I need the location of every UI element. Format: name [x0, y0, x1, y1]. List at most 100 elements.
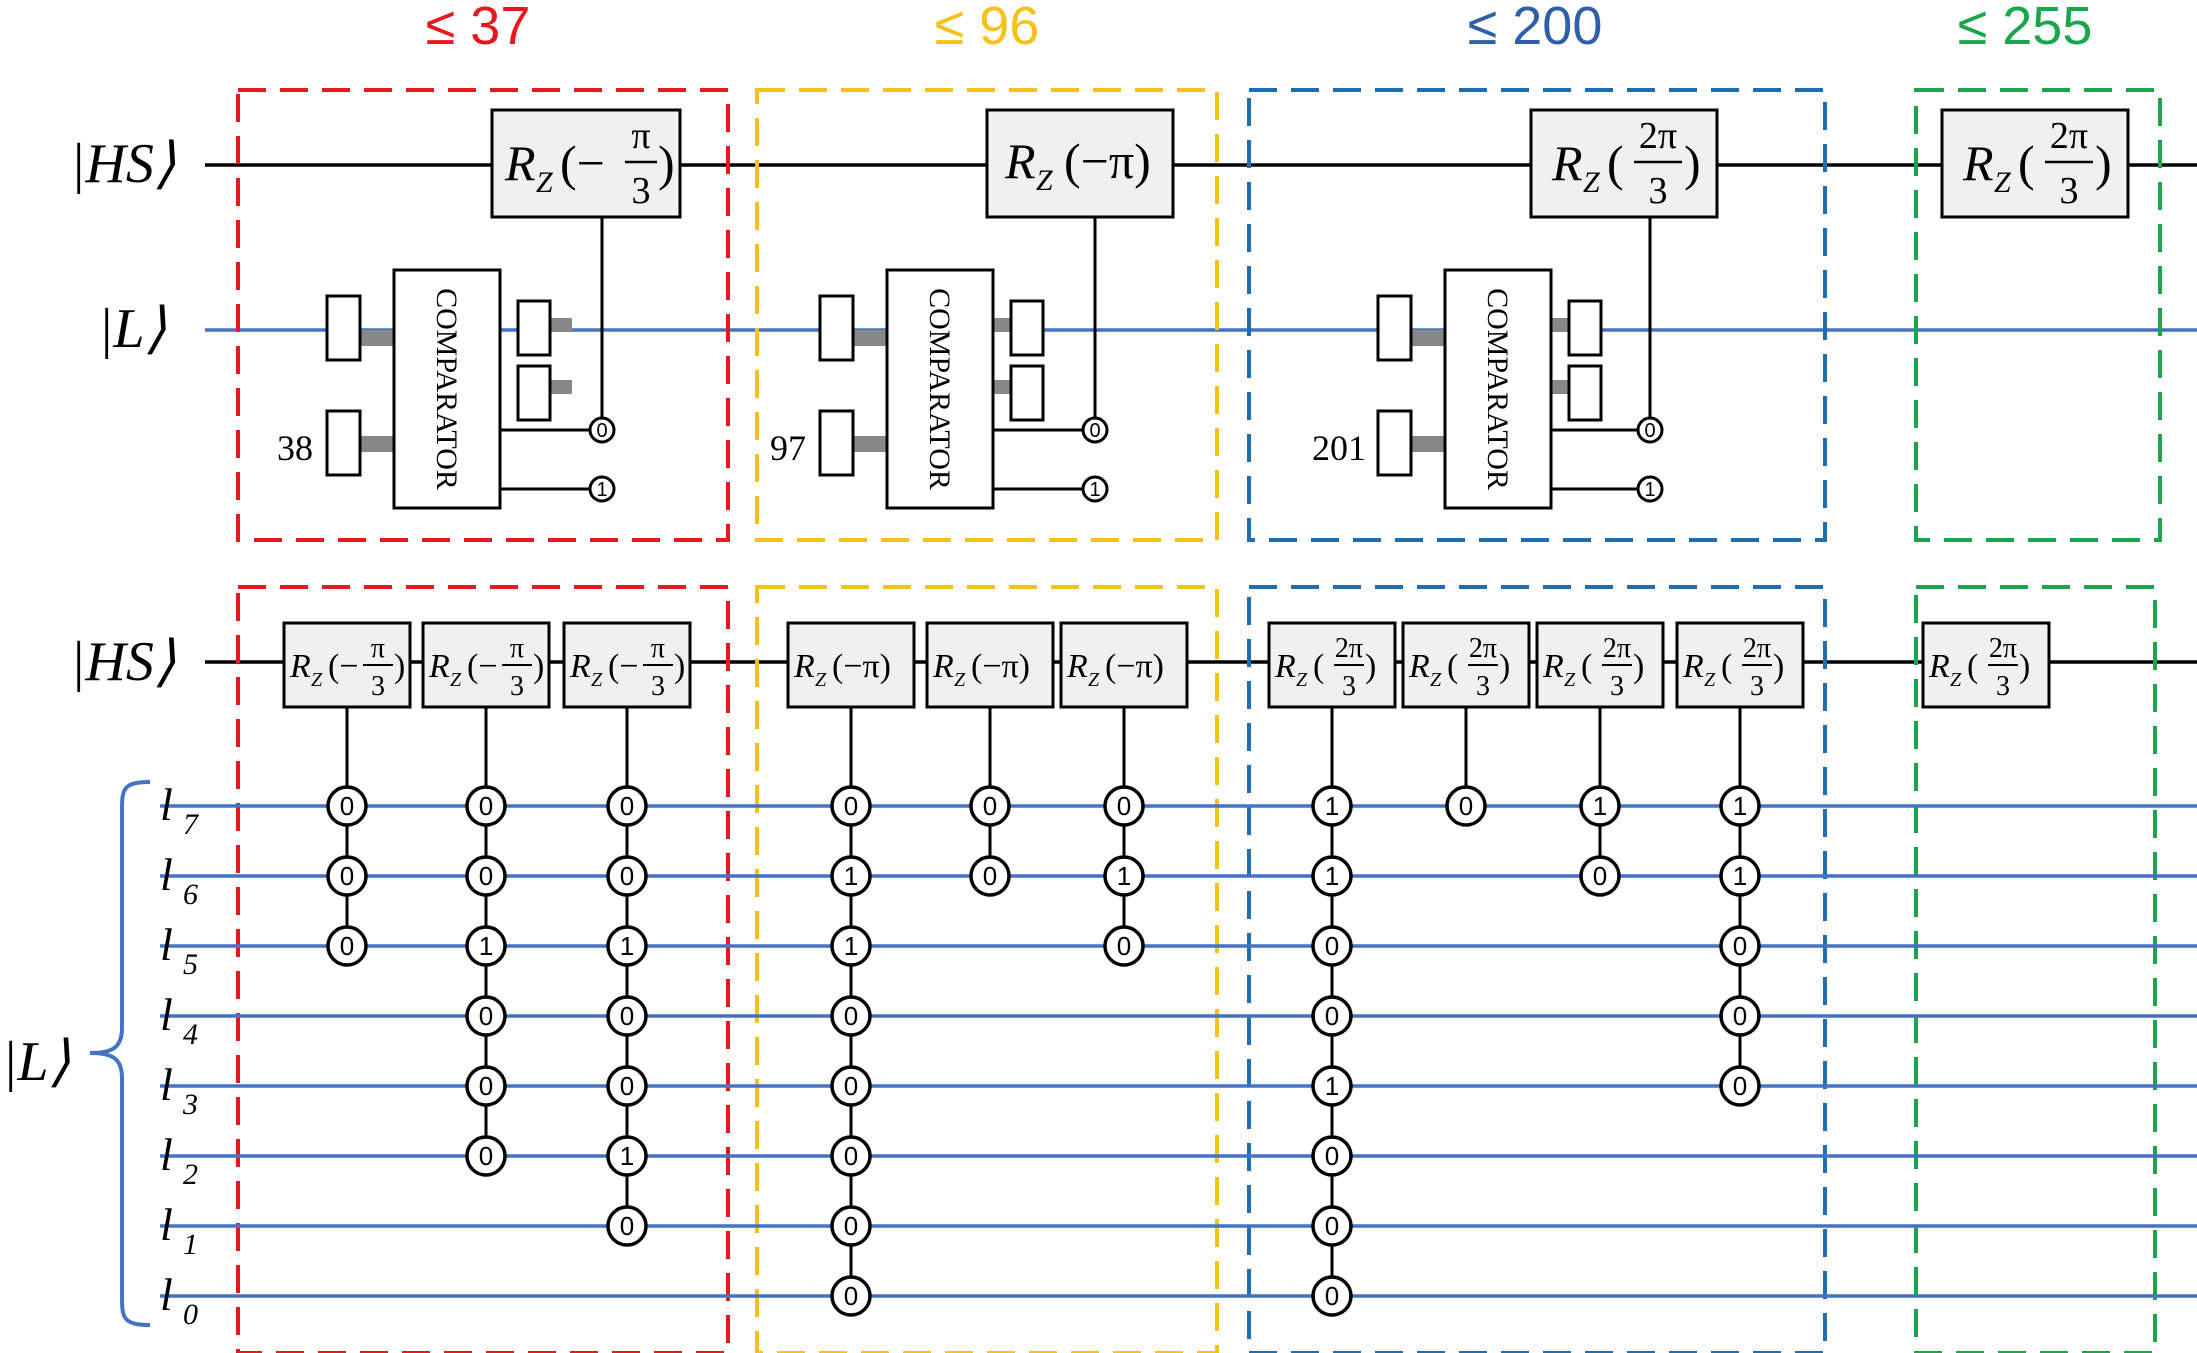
qubit-label-l3: l — [160, 1059, 173, 1110]
control-value: 0 — [479, 1001, 493, 1031]
gate-close: ) — [674, 648, 685, 685]
gate-open: ( — [1447, 648, 1458, 685]
control-node — [969, 855, 1011, 897]
gate-open: (− — [328, 648, 359, 685]
control-value: 0 — [340, 931, 354, 961]
top-gate-blue: R Z ( 2π 3 ) — [1529, 108, 1719, 219]
qubit-subscript-l2: 2 — [183, 1158, 198, 1191]
control-node — [1311, 855, 1353, 897]
control-node — [830, 785, 872, 827]
svg-text:(−π): (−π) — [1064, 133, 1151, 189]
control-node — [326, 785, 368, 827]
gate-den: 3 — [651, 671, 665, 702]
rz-gate — [1921, 621, 2051, 709]
gate-num: π — [651, 633, 665, 664]
control-value: 0 — [479, 1071, 493, 1101]
svg-text:1: 1 — [596, 479, 607, 501]
control-node — [465, 1065, 507, 1107]
bottom-l-label: |L⟩ — [2, 1031, 71, 1093]
control-value: 0 — [844, 1141, 858, 1171]
control-value: 0 — [983, 791, 997, 821]
gate-den: 3 — [371, 671, 385, 702]
qubit-label-l0: l — [160, 1269, 173, 1320]
qubit-subscript-l4: 4 — [183, 1018, 198, 1051]
gate-num: 2π — [1469, 633, 1497, 664]
control-node — [1311, 1065, 1353, 1107]
control-value: 0 — [340, 861, 354, 891]
gate-den: 3 — [1610, 671, 1624, 702]
gate-close: ) — [2019, 648, 2030, 685]
control-value: 1 — [620, 931, 634, 961]
control-node — [1579, 785, 1621, 827]
control-node — [1311, 785, 1353, 827]
gate-r: R — [1408, 648, 1430, 685]
control-node — [830, 1065, 872, 1107]
control-value: 1 — [1117, 861, 1131, 891]
gate-z: Z — [815, 669, 827, 691]
svg-text:R: R — [504, 135, 536, 191]
control-value: 1 — [844, 931, 858, 961]
control-value: 1 — [1593, 791, 1607, 821]
svg-text:0: 0 — [1089, 420, 1100, 442]
control-value: 0 — [1325, 1281, 1339, 1311]
svg-text:): ) — [2095, 135, 2112, 191]
rz-gate — [925, 621, 1055, 709]
svg-text:0: 0 — [596, 420, 607, 442]
gate-den: 3 — [1750, 671, 1764, 702]
qubit-subscript-l3: 3 — [182, 1088, 198, 1121]
top-comparator-blue: COMPARATOR 201 0 1 — [1312, 217, 1664, 510]
top-yellow-box — [755, 88, 1219, 542]
control-value: 0 — [620, 1001, 634, 1031]
svg-text:R: R — [1004, 133, 1036, 189]
control-node — [830, 855, 872, 897]
top-red-box — [236, 88, 730, 542]
control-node — [1579, 855, 1621, 897]
control-value: 0 — [1117, 931, 1131, 961]
gate-open: (−π) — [832, 648, 891, 685]
gate-z: Z — [954, 669, 966, 691]
header-blue: ≤ 200 — [1468, 0, 1603, 56]
control-node — [465, 925, 507, 967]
svg-text:3: 3 — [1649, 170, 1668, 212]
control-value: 1 — [1325, 791, 1339, 821]
svg-text:(−: (− — [560, 135, 605, 191]
control-value: 0 — [844, 1071, 858, 1101]
gate-z: Z — [1704, 669, 1716, 691]
control-node — [465, 1135, 507, 1177]
control-value: 0 — [844, 1211, 858, 1241]
control-node — [1719, 1065, 1761, 1107]
control-value: 1 — [1325, 1071, 1339, 1101]
svg-text:): ) — [658, 135, 675, 191]
rz-gate — [1401, 621, 1531, 709]
comparator-label: COMPARATOR — [923, 288, 956, 490]
svg-text:Z: Z — [1036, 164, 1053, 197]
qubit-subscript-l5: 5 — [183, 948, 198, 981]
gate-open: ( — [1967, 648, 1978, 685]
gate-r: R — [428, 648, 450, 685]
control-value: 0 — [479, 861, 493, 891]
threshold-label: 97 — [770, 428, 806, 468]
control-node — [465, 995, 507, 1037]
control-node — [969, 785, 1011, 827]
qubit-label-l7: l — [160, 779, 173, 830]
gate-close: ) — [533, 648, 544, 685]
svg-text:(: ( — [2018, 135, 2035, 191]
control-value: 0 — [1593, 861, 1607, 891]
control-value: 0 — [620, 791, 634, 821]
control-node — [1719, 995, 1761, 1037]
control-node — [830, 995, 872, 1037]
gate-z: Z — [1950, 669, 1962, 691]
svg-text:): ) — [1684, 135, 1701, 191]
